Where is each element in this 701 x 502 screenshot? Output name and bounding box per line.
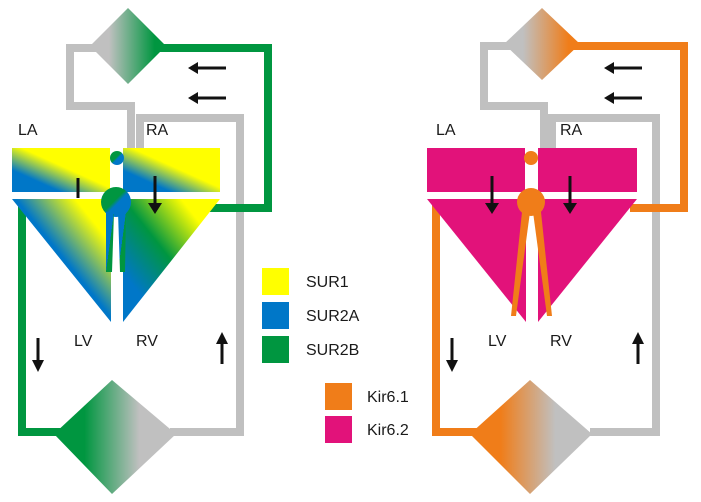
av-node [101,187,131,217]
right-diagram-kir-subunits: LA RA LV RV [425,8,688,494]
right-label-ra: RA [560,122,583,139]
left-diagram-sur-subunits: LA RA LV RV [10,8,272,494]
right-right-atrium-shape [537,148,637,192]
left-lung-return-arrow-2-head [188,92,198,104]
left-lung-diamond [90,8,166,84]
sa-node [110,151,124,165]
legend-kir: Kir6.1 Kir6.2 [325,383,409,443]
right-lung-return-arrow-1-head [604,62,614,74]
right-septum-gap [526,146,538,326]
right-body-diamond [470,380,592,494]
left-label-rv: RV [136,333,158,350]
left-ventricle-shape [12,199,111,322]
legend-sur1-swatch [262,268,289,295]
right-lung-return-arrow-2-head [604,92,614,104]
right-ra-flow-arrow-head [563,203,577,214]
right-vessel-pulmonary-artery [480,42,548,148]
legend-kir61-swatch [325,383,352,410]
legend-kir62-swatch [325,416,352,443]
right-la-flow-arrow-head [485,203,499,214]
right-sa-node [524,151,538,165]
right-bundle-branch-left [511,212,530,316]
left-body-diamond [54,380,176,494]
left-ra-flow-arrow-head [148,203,162,214]
legend-sur2a-swatch [262,302,289,329]
left-vessel-vena-cava [136,114,244,436]
right-bundle-branch-right [533,212,552,316]
legend-kir61-label: Kir6.1 [367,389,409,406]
right-av-node [517,188,545,216]
left-vessel-pulmonary-artery [66,44,135,148]
left-lung-return-arrow-1-head [188,62,198,74]
left-label-lv: LV [74,333,93,350]
right-label-rv: RV [550,333,572,350]
right-ventricle-shape [123,199,220,322]
legend-sur: SUR1 SUR2A SUR2B [262,268,360,363]
legend-sur2b-label: SUR2B [306,342,359,359]
right-vessel-pulmonary-vein [572,42,688,212]
legend-kir62-label: Kir6.2 [367,422,409,439]
right-left-atrium-shape [427,148,525,192]
right-right-ventricle-shape [538,199,637,322]
left-label-la: LA [18,122,38,139]
legend-sur2b-swatch [262,336,289,363]
right-left-ventricle-shape [427,199,526,322]
bundle-branch-left [106,212,114,272]
bundle-branch-right [118,212,126,272]
right-label-la: LA [436,122,456,139]
legend-sur2a-label: SUR2A [306,308,360,325]
right-vena-up-arrow-head [632,332,644,344]
right-vessel-vena-cava [548,114,660,436]
left-atrium-shape [12,148,110,192]
right-label-lv: LV [488,333,507,350]
left-vessel-pulmonary-vein [158,44,272,212]
left-label-ra: RA [146,122,169,139]
legend-sur1-label: SUR1 [306,274,349,291]
left-aorta-down-arrow-head [32,360,44,372]
right-atrium-shape [122,148,220,192]
right-lung-diamond [504,8,580,80]
right-aorta-down-arrow-head [446,360,458,372]
left-vena-up-arrow-head [216,332,228,344]
